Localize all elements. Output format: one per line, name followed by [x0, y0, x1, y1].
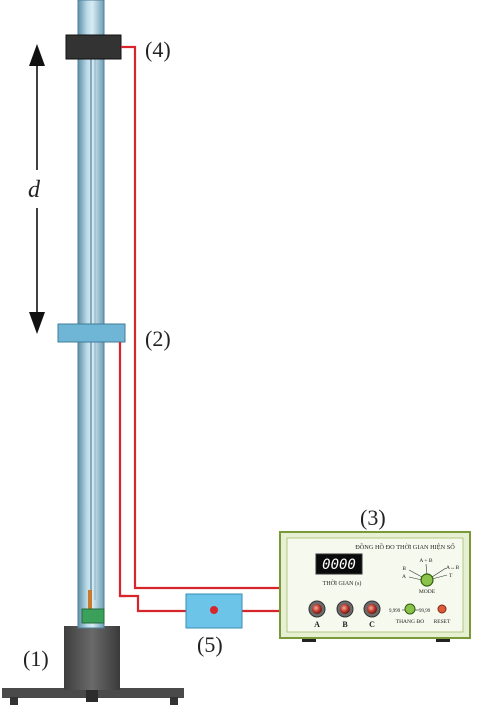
range-switch: [404, 603, 416, 615]
socket-a: [308, 600, 326, 618]
mode-option-a: A: [402, 574, 406, 580]
label-base: (1): [23, 646, 49, 671]
range-high: 99,99: [419, 609, 431, 614]
mode-option-t: T: [449, 573, 453, 579]
wire-lower-gate-to-switch: [118, 342, 126, 598]
distance-arrow: [29, 44, 45, 334]
arrow-head-up: [29, 44, 45, 66]
reset-label: RESET: [434, 619, 451, 625]
mode-option-a-plus-b: A + B: [419, 558, 433, 564]
mode-knob: [420, 573, 434, 587]
label-timer: (3): [360, 505, 386, 530]
label-upper-gate: (4): [145, 37, 171, 62]
switch-button: [210, 606, 218, 614]
base-foot-tab-left: [10, 697, 18, 705]
base-foot-tab-center: [86, 690, 98, 702]
timer-display-label: THỜI GIAN (s): [323, 579, 362, 587]
lower-photogate: [57, 323, 126, 343]
magnet-pin: [88, 590, 92, 610]
mode-label: MODE: [419, 589, 436, 595]
base-foot-tab-right: [170, 697, 178, 705]
timer-display-value: 0000: [322, 557, 356, 573]
upper-photogate: [65, 34, 122, 60]
magnet-block: [81, 608, 105, 624]
label-switch-box: (5): [197, 632, 223, 657]
range-low: 9,999: [389, 609, 401, 614]
base-stand: [2, 626, 184, 705]
magnet-holder: [81, 590, 105, 624]
mode-option-a-to-b: A↔B: [446, 565, 459, 571]
distance-label: d: [28, 177, 41, 203]
socket-c: [363, 600, 381, 618]
mode-selector: B A A + B A↔B T MODE: [402, 558, 459, 595]
wire-lower-gate-to-switch-2: [120, 594, 186, 613]
timer-inner-panel: [286, 537, 464, 633]
base-block: [64, 626, 120, 690]
timer-title: ĐỒNG HỒ ĐO THỜI GIAN HIỆN SỐ: [355, 543, 455, 551]
switch-box: [185, 593, 243, 629]
digital-timer: ĐỒNG HỒ ĐO THỜI GIAN HIỆN SỐ 0000 THỜI G…: [279, 531, 471, 642]
socket-label-c: C: [369, 620, 375, 629]
arrow-head-down: [29, 312, 45, 334]
timer-display: [315, 553, 363, 575]
guide-tube: [77, 0, 105, 629]
socket-label-a: A: [314, 620, 320, 629]
range-label: THANG ĐO: [396, 619, 425, 625]
label-lower-gate: (2): [145, 326, 171, 351]
socket-b: [336, 600, 354, 618]
reset-button: [437, 604, 447, 614]
socket-label-b: B: [342, 620, 348, 629]
mode-option-b: B: [402, 566, 406, 572]
